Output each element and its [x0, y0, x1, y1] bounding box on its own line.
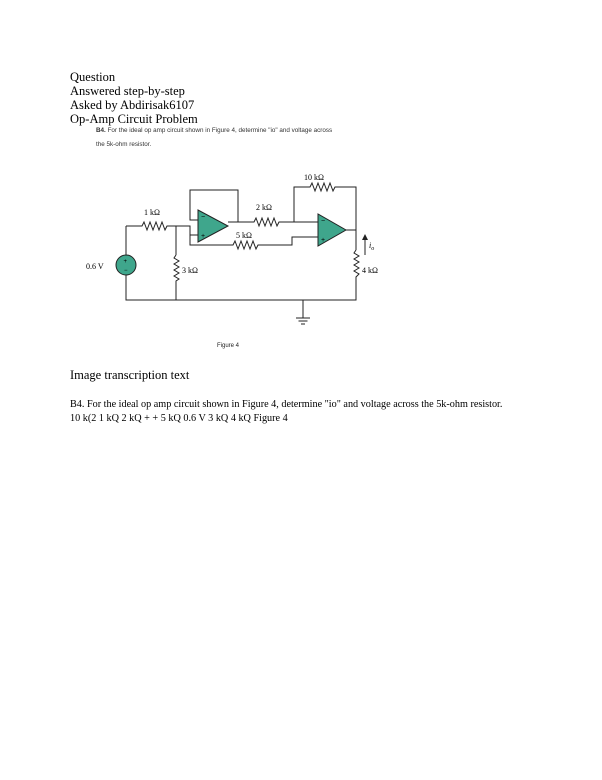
source-plus: +: [124, 259, 128, 265]
voltage-source: [115, 254, 137, 276]
opamp-2-minus: −: [321, 218, 325, 225]
current-arrow-head: [362, 234, 368, 240]
circuit-figure: − + − + + − 10 kΩ 1 kΩ 2 kΩ 5 kΩ 3 kΩ 4 …: [86, 173, 378, 325]
opamp-1-triangle: [197, 209, 230, 243]
source-minus: −: [124, 268, 128, 274]
opamp-1-plus: +: [201, 233, 205, 240]
question-text-line1: B4. For the ideal op amp circuit shown i…: [96, 127, 332, 134]
opamp-1-minus: −: [201, 214, 205, 221]
label-10k: 10 kΩ: [304, 173, 324, 182]
label-4k: 4 kΩ: [362, 266, 378, 275]
figure-caption: Figure 4: [217, 343, 240, 349]
label-current: io: [369, 241, 374, 252]
asked-by: Asked by Abdirisak6107: [70, 98, 195, 112]
question-title: Op-Amp Circuit Problem: [70, 112, 198, 126]
transcription-body: B4. For the ideal op amp circuit shown i…: [70, 399, 503, 424]
circuit-wires: [125, 181, 360, 325]
question-label: B4.: [96, 127, 106, 134]
question-heading: Question: [70, 70, 116, 84]
current-subscript: o: [371, 246, 374, 252]
transcription-title: Image transcription text: [70, 368, 190, 382]
question-text-line2: the 5k-ohm resistor.: [96, 141, 152, 148]
label-5k: 5 kΩ: [236, 231, 252, 240]
label-3k: 3 kΩ: [182, 266, 198, 275]
label-2k: 2 kΩ: [256, 203, 272, 212]
current-symbol: i: [369, 241, 371, 250]
label-1k: 1 kΩ: [144, 208, 160, 217]
question-text: For the ideal op amp circuit shown in Fi…: [107, 127, 333, 134]
answered-status: Answered step-by-step: [70, 84, 185, 98]
opamp-2-plus: +: [321, 237, 325, 244]
label-source: 0.6 V: [86, 262, 104, 271]
opamp-2-triangle: [317, 213, 348, 247]
